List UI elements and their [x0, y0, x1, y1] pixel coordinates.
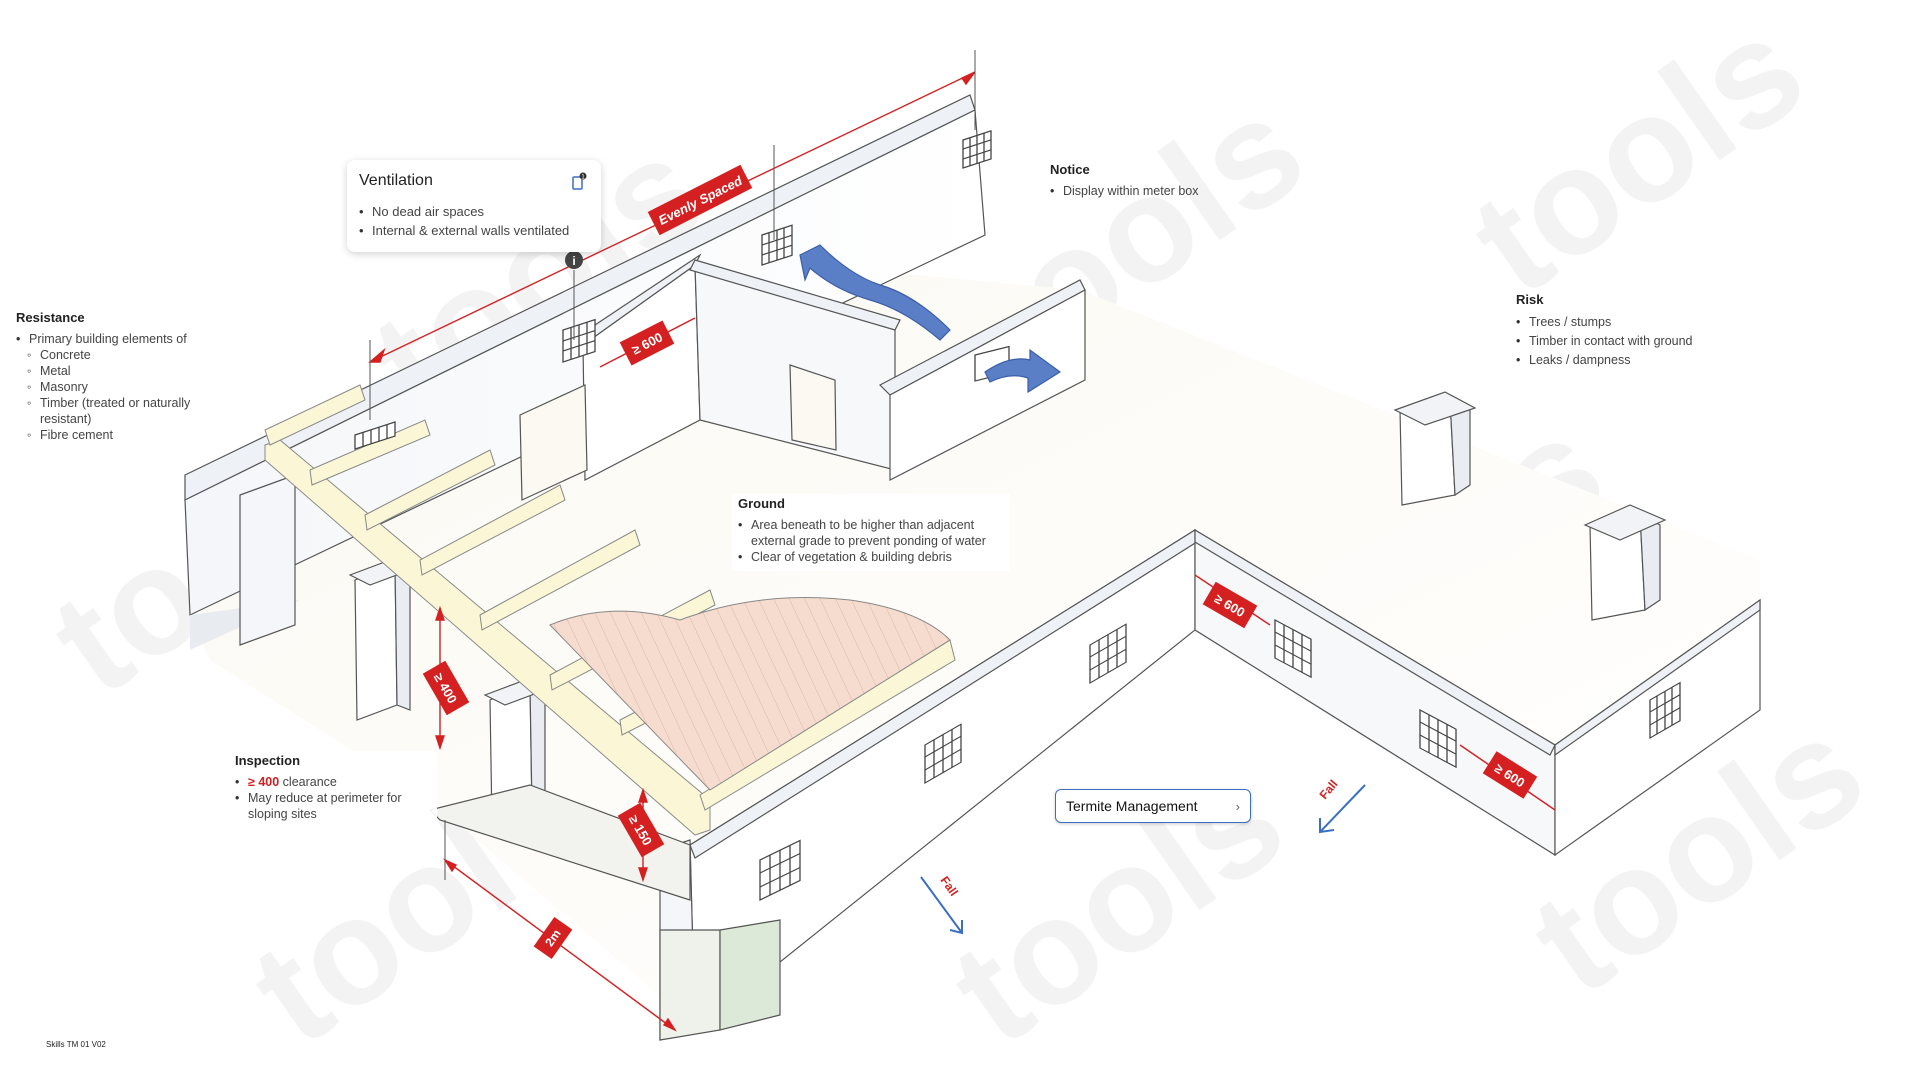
list-item: Masonry — [16, 379, 216, 395]
ground-title: Ground — [738, 496, 785, 511]
vents — [354, 130, 1681, 901]
dim-tag-150: ≥ 150 — [617, 802, 665, 858]
svg-text:i: i — [572, 254, 575, 268]
list-item: Internal & external walls ventilated — [359, 221, 587, 240]
dim-tag-600-right1: ≥ 600 — [1202, 581, 1258, 629]
resistance-title: Resistance — [16, 310, 85, 325]
risk-panel: Risk Trees / stumps Timber in contact wi… — [1516, 292, 1756, 370]
svg-text:1: 1 — [581, 175, 585, 181]
inspection-panel: Inspection ≥ 400 clearance May reduce at… — [229, 751, 437, 828]
dim-tag-600-top: ≥ 600 — [619, 320, 675, 366]
vent — [962, 130, 992, 169]
vent — [759, 839, 801, 901]
termite-management-button[interactable]: Termite Management › — [1055, 789, 1251, 823]
device-icon: 1 — [572, 172, 587, 190]
ground-panel: Ground Area beneath to be higher than ad… — [732, 494, 1010, 571]
list-item: Display within meter box — [1050, 183, 1270, 199]
inspection-title: Inspection — [235, 753, 301, 768]
vent — [761, 224, 793, 266]
fall-arrow-left — [920, 876, 963, 935]
list-item: Area beneath to be higher than adjacent … — [738, 517, 1004, 549]
doorways — [519, 364, 837, 501]
list-item: Fibre cement — [16, 427, 216, 443]
watermark-text: tools — [1442, 0, 1832, 326]
airflow-arrow-icon — [799, 244, 951, 341]
clearance-text: clearance — [279, 775, 337, 789]
internal-walls — [579, 253, 1086, 481]
vent — [1419, 709, 1457, 769]
fall-label-left: Fall — [938, 874, 961, 899]
piers — [239, 391, 1667, 826]
vent — [1089, 623, 1127, 685]
vent — [1649, 681, 1681, 740]
ventilation-card[interactable]: 1 Ventilation No dead air spaces Interna… — [347, 160, 601, 252]
airflow-arrow-icon — [984, 348, 1062, 394]
vent — [562, 318, 596, 363]
list-item: Timber (treated or naturally resistant) — [16, 395, 216, 427]
notice-title: Notice — [1050, 162, 1090, 177]
list-item: Clear of vegetation & building debris — [738, 549, 1004, 565]
floor-decking — [549, 597, 951, 791]
list-item: Concrete — [16, 347, 216, 363]
list-item: Primary building elements of — [16, 331, 216, 347]
list-item: Trees / stumps — [1516, 313, 1756, 332]
fall-label-right: Fall — [1317, 777, 1341, 802]
risk-title: Risk — [1516, 292, 1544, 307]
chevron-right-icon: › — [1235, 798, 1240, 814]
vent — [924, 723, 962, 785]
footing — [428, 784, 781, 1041]
list-item: Leaks / dampness — [1516, 351, 1756, 370]
dim-tag-2m: 2m — [533, 916, 573, 960]
ventilation-list: No dead air spaces Internal & external w… — [359, 202, 587, 240]
list-item: No dead air spaces — [359, 202, 587, 221]
clearance-value: ≥ 400 — [248, 775, 280, 789]
version-code: Skills TM 01 V02 — [46, 1040, 106, 1049]
list-item: ≥ 400 clearance — [235, 774, 431, 790]
vent — [1274, 619, 1312, 679]
resistance-panel: Resistance Primary building elements of … — [16, 310, 216, 443]
list-item: Metal — [16, 363, 216, 379]
ventilation-title: Ventilation — [359, 172, 433, 189]
list-item: May reduce at perimeter for sloping site… — [235, 790, 431, 822]
info-icon[interactable]: i — [565, 145, 775, 340]
termite-management-label: Termite Management — [1066, 798, 1198, 814]
notice-panel: Notice Display within meter box — [1050, 162, 1270, 199]
fall-arrow-right — [1319, 784, 1366, 834]
vent — [354, 421, 396, 450]
list-item: Timber in contact with ground — [1516, 332, 1756, 351]
airflow-arrows — [799, 244, 1062, 394]
